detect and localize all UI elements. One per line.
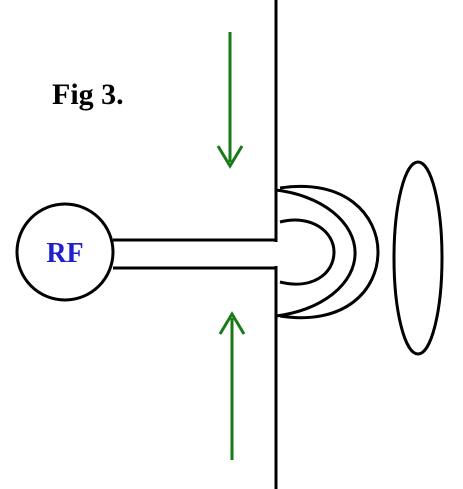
rf-source: RF bbox=[15, 202, 115, 302]
rf-source-circle bbox=[15, 202, 115, 302]
arrow-up-head bbox=[218, 311, 246, 335]
arrow-down-head bbox=[216, 145, 244, 169]
figure-label: Fig 3. bbox=[52, 78, 124, 111]
outer-semicircle bbox=[275, 188, 357, 318]
inner-loop bbox=[279, 218, 336, 286]
ellipse-element bbox=[392, 160, 444, 356]
rf-source-label: RF bbox=[46, 238, 83, 269]
outer-loop bbox=[279, 185, 380, 320]
